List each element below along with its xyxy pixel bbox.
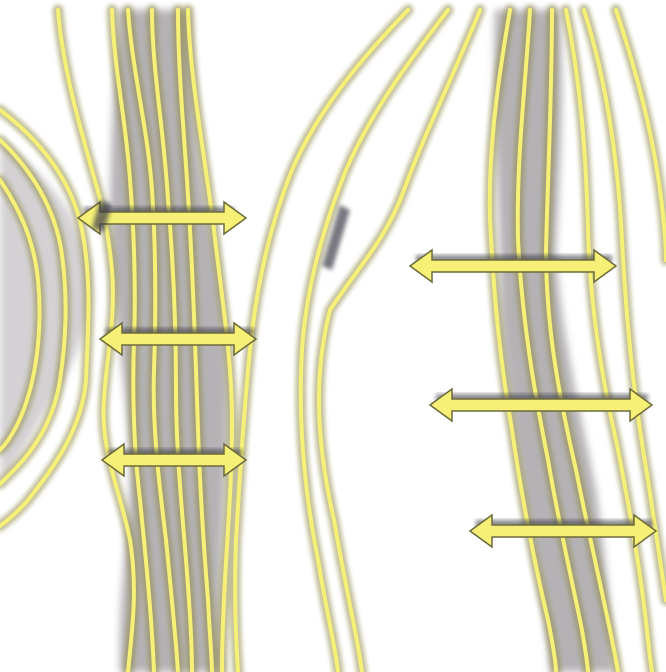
flow-line-canvas	[0, 0, 666, 672]
